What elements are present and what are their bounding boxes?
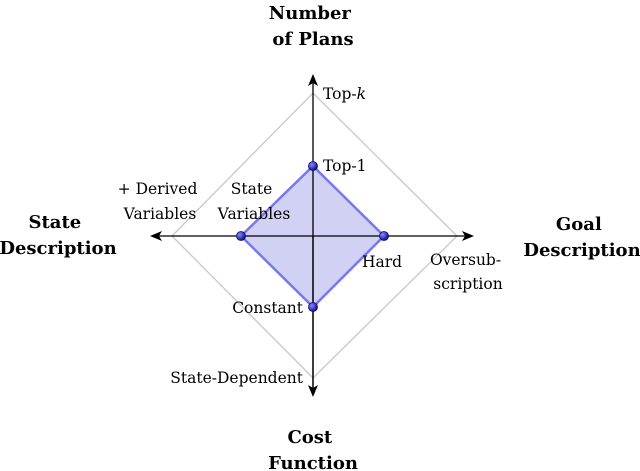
axis-title-right: Goal Description — [523, 214, 640, 261]
label-top-k: Top-k — [323, 85, 366, 103]
axis-title-left: State Description — [0, 212, 117, 259]
label-top-1: Top-1 — [323, 157, 367, 175]
label-hard: Hard — [362, 253, 402, 271]
axis-title-bottom: Cost Function — [268, 427, 358, 471]
label-state-variables: State Variables — [217, 180, 291, 223]
point-top-1 — [308, 161, 318, 171]
label-derived-variables: + Derived Variables — [118, 180, 203, 223]
label-state-dependent: State-Dependent — [170, 369, 303, 387]
point-state-variables — [236, 231, 246, 241]
axis-title-top: Number of Plans — [269, 3, 357, 50]
point-hard — [379, 231, 389, 241]
point-constant — [308, 302, 318, 312]
label-oversubscription: Oversub- scription — [430, 251, 506, 293]
label-constant: Constant — [232, 299, 304, 317]
